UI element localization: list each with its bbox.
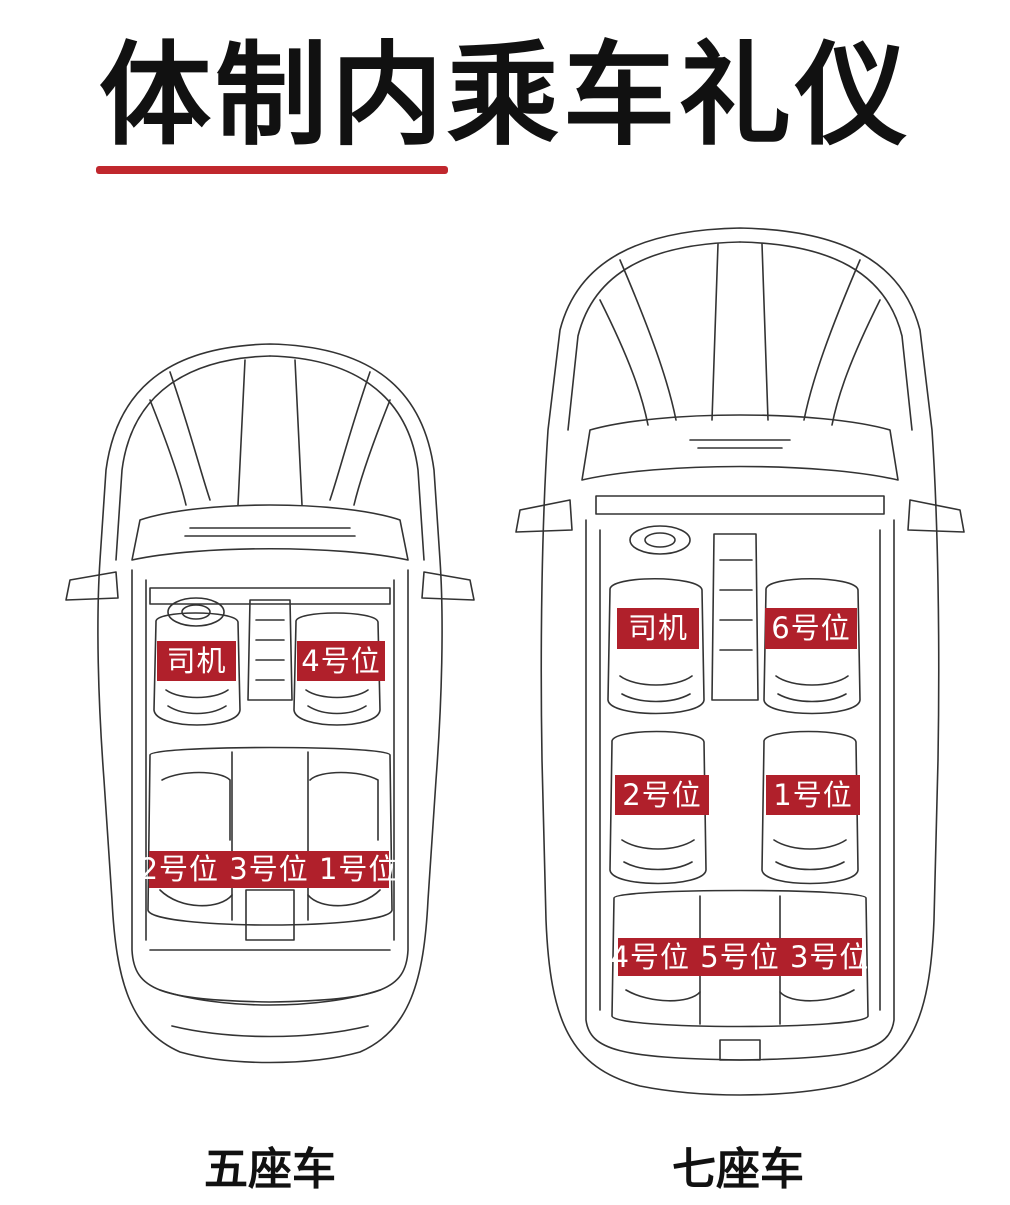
five-seat-passenger-label: 4号位 xyxy=(297,641,385,681)
title-underline xyxy=(96,166,448,174)
five-seat-caption: 五座车 xyxy=(204,1144,336,1195)
seven-seat-caption: 七座车 xyxy=(672,1144,804,1195)
five-seat-rear-row-label: 2号位 3号位 1号位 xyxy=(139,851,399,888)
seven-seat-passenger-label: 6号位 xyxy=(765,608,857,649)
five-seat-driver-label: 司机 xyxy=(157,641,236,681)
seven-seat-rear-row-label: 4号位 5号位 3号位 xyxy=(611,938,868,976)
page-title: 体制内乘车礼仪 xyxy=(99,31,911,161)
seven-seat-driver-label: 司机 xyxy=(617,608,699,649)
seven-seat-middle-right-label: 1号位 xyxy=(766,775,860,815)
seven-seat-car-illustration xyxy=(515,227,965,1096)
seven-seat-middle-left-label: 2号位 xyxy=(615,775,709,815)
five-seat-car-illustration xyxy=(65,343,475,1064)
